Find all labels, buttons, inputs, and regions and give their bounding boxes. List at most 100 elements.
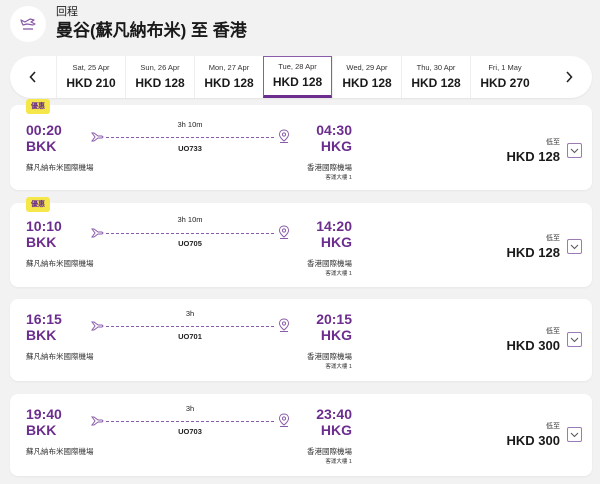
departure-airport: 蘇凡納布米國際機場: [26, 259, 94, 268]
date-price: HKD 210: [66, 76, 116, 90]
departure-code: BKK: [26, 422, 57, 438]
date-label: Sun, 26 Apr: [140, 63, 180, 72]
plane-landing-icon: [10, 6, 46, 42]
arrival-airport: 香港國際機場: [307, 447, 352, 456]
route-line: [90, 318, 290, 333]
departure-code: BKK: [26, 327, 57, 343]
prev-dates-button[interactable]: [10, 56, 56, 98]
date-price: HKD 128: [204, 76, 254, 90]
expand-button[interactable]: [567, 143, 582, 158]
date-label: Mon, 27 Apr: [208, 63, 250, 72]
flight-number: UO705: [178, 239, 202, 248]
promo-badge: 優惠: [26, 99, 50, 114]
chevron-down-icon: [570, 432, 579, 437]
expand-button[interactable]: [567, 427, 582, 442]
departure-code: BKK: [26, 138, 57, 154]
date-label: Sat, 25 Apr: [72, 63, 110, 72]
trip-direction-label: 回程: [56, 6, 78, 18]
date-tab[interactable]: Mon, 27 Apr HKD 128: [194, 56, 263, 98]
flight-card[interactable]: 19:40 BKK 蘇凡納布米國際機場 3h UO703 23:40 HKG 香…: [10, 394, 592, 476]
arrival-terminal: 客運大樓 1: [325, 459, 352, 465]
flight-card[interactable]: 優惠 10:10 BKK 蘇凡納布米國際機場 3h 10m UO705 14:2…: [10, 197, 592, 287]
flight-number: UO703: [178, 427, 202, 436]
date-price: HKD 128: [411, 76, 461, 90]
arrival-code: HKG: [320, 327, 352, 343]
arrival-time: 04:30: [316, 122, 352, 138]
arrival-code: HKG: [320, 422, 352, 438]
date-list: Sat, 25 Apr HKD 210 Sun, 26 Apr HKD 128 …: [56, 56, 546, 98]
date-price: HKD 128: [135, 76, 185, 90]
flight-card[interactable]: 16:15 BKK 蘇凡納布米國際機場 3h UO701 20:15 HKG 香…: [10, 299, 592, 381]
flight-price: HKD 128: [506, 149, 560, 164]
expand-button[interactable]: [567, 332, 582, 347]
arrival-terminal: 客運大樓 1: [325, 364, 352, 370]
arrival-code: HKG: [320, 138, 352, 154]
flight-price: HKD 128: [506, 245, 560, 260]
departure-code: BKK: [26, 234, 57, 250]
flight-card[interactable]: 優惠 00:20 BKK 蘇凡納布米國際機場 3h 10m UO733 04:3…: [10, 99, 592, 190]
departure-time: 00:20: [26, 122, 62, 138]
price-from-label: 低至: [546, 235, 560, 242]
promo-badge: 優惠: [26, 197, 50, 212]
departure-time: 19:40: [26, 406, 62, 422]
arrival-airport: 香港國際機場: [307, 163, 352, 172]
arrival-terminal: 客運大樓 1: [325, 271, 352, 277]
arrival-terminal: 客運大樓 1: [325, 175, 352, 181]
arrival-airport: 香港國際機場: [307, 352, 352, 361]
route-line: [90, 413, 290, 428]
date-tab[interactable]: Thu, 30 Apr HKD 128: [401, 56, 470, 98]
date-tab[interactable]: Wed, 29 Apr HKD 128: [332, 56, 401, 98]
arrival-time: 20:15: [316, 311, 352, 327]
plane-icon: [91, 228, 104, 238]
flight-duration: 3h: [185, 309, 195, 318]
price-from-label: 低至: [546, 139, 560, 146]
chevron-left-icon: [29, 71, 36, 83]
flight-number: UO701: [178, 332, 202, 341]
date-tab[interactable]: Fri, 1 May HKD 270: [470, 56, 539, 98]
date-price: HKD 270: [480, 76, 530, 90]
route-title: 曼谷(蘇凡納布米) 至 香港: [56, 21, 247, 40]
location-pin-icon: [278, 129, 290, 143]
price-from-label: 低至: [546, 328, 560, 335]
chevron-down-icon: [570, 337, 579, 342]
arrival-code: HKG: [320, 234, 352, 250]
date-label: Fri, 1 May: [488, 63, 522, 72]
plane-icon: [91, 416, 104, 426]
arrival-time: 23:40: [316, 406, 352, 422]
arrival-time: 14:20: [316, 218, 352, 234]
flight-price: HKD 300: [506, 338, 560, 353]
plane-icon: [91, 321, 104, 331]
route-line: [90, 129, 290, 144]
next-dates-button[interactable]: [546, 56, 592, 98]
date-label: Thu, 30 Apr: [416, 63, 456, 72]
date-tab-selected[interactable]: Tue, 28 Apr HKD 128: [263, 56, 332, 98]
chevron-right-icon: [566, 71, 573, 83]
date-price: HKD 128: [272, 75, 323, 89]
flight-duration: 3h: [185, 404, 195, 413]
departure-airport: 蘇凡納布米國際機場: [26, 352, 94, 361]
date-selector: Sat, 25 Apr HKD 210 Sun, 26 Apr HKD 128 …: [10, 56, 592, 98]
chevron-down-icon: [570, 148, 579, 153]
flight-number: UO733: [178, 144, 202, 153]
location-pin-icon: [278, 413, 290, 427]
departure-time: 10:10: [26, 218, 62, 234]
date-tab[interactable]: Sun, 26 Apr HKD 128: [125, 56, 194, 98]
date-tab[interactable]: Sat, 25 Apr HKD 210: [56, 56, 125, 98]
date-price: HKD 128: [342, 76, 392, 90]
departure-airport: 蘇凡納布米國際機場: [26, 163, 94, 172]
page-header: 回程 曼谷(蘇凡納布米) 至 香港: [10, 4, 247, 44]
date-label: Tue, 28 Apr: [278, 62, 317, 71]
flight-duration: 3h 10m: [177, 215, 203, 224]
expand-button[interactable]: [567, 239, 582, 254]
location-pin-icon: [278, 225, 290, 239]
chevron-down-icon: [570, 244, 579, 249]
plane-icon: [91, 132, 104, 142]
location-pin-icon: [278, 318, 290, 332]
price-from-label: 低至: [546, 423, 560, 430]
date-label: Wed, 29 Apr: [346, 63, 388, 72]
departure-airport: 蘇凡納布米國際機場: [26, 447, 94, 456]
route-line: [90, 225, 290, 240]
flight-price: HKD 300: [506, 433, 560, 448]
departure-time: 16:15: [26, 311, 62, 327]
flight-duration: 3h 10m: [177, 120, 203, 129]
